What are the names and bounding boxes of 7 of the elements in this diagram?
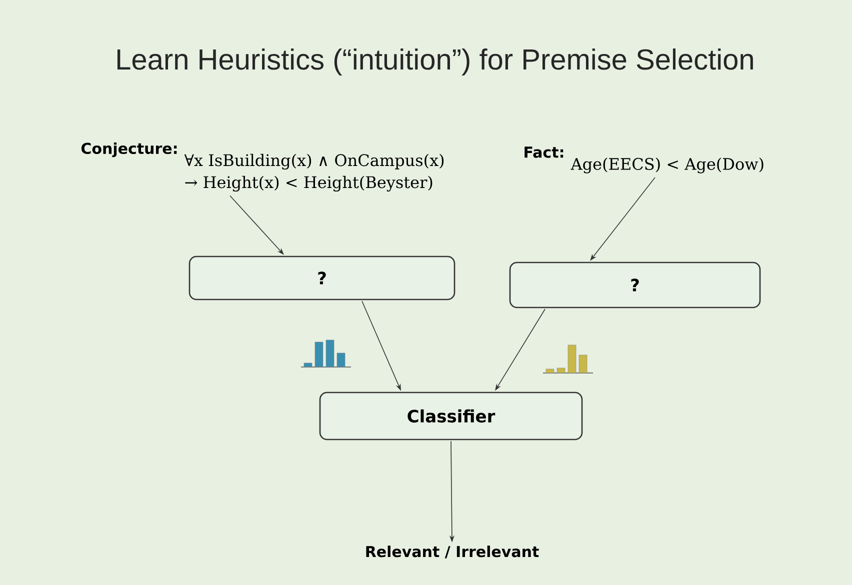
statement-text: Fact: Age(EECS) < Age(Dow): [524, 146, 764, 174]
statement-text: Conjecture: ∀x IsBuilding(x) ∧ OnCampus(x) → Height(x) < Height(Beyster): [81, 142, 444, 192]
process-box: ?: [188, 256, 456, 300]
process-box: Classifier: [319, 392, 583, 440]
process-box: ?: [509, 262, 761, 308]
slide-title: Learn Heuristics (“intuition”) for Premise Selection: [117, 48, 753, 76]
output-text: Relevant / Irrelevant: [366, 546, 539, 558]
